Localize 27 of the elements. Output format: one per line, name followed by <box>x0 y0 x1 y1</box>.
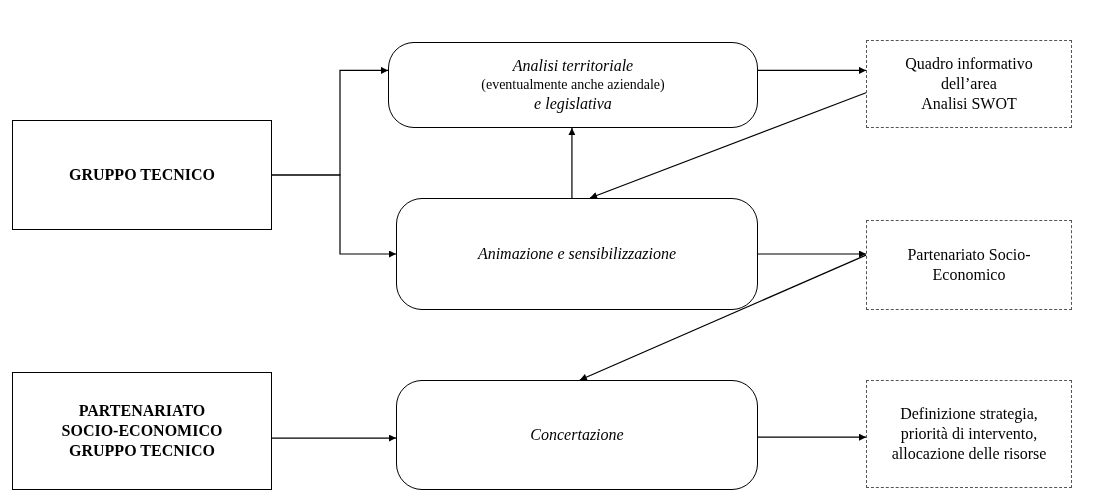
arrow <box>757 66 867 74</box>
output-box <box>866 40 1072 128</box>
actor-box <box>12 120 272 230</box>
box-text: Analisi territoriale <box>512 56 634 77</box>
arrow <box>757 250 867 258</box>
arrow <box>589 92 867 199</box>
arrow <box>271 174 397 258</box>
process-box <box>388 42 758 128</box>
box-text: Quadro informativo dell’area <box>904 54 1034 94</box>
box-text: Concertazione <box>530 425 624 445</box>
box-text: e legislativa <box>534 93 612 114</box>
process-box <box>396 198 758 310</box>
box-text: Animazione e sensibilizzazione <box>477 244 677 264</box>
box-text: GRUPPO TECNICO <box>69 165 215 185</box>
arrow <box>579 254 867 381</box>
box-text: Definizione strategia, priorità di intervento, allocazione delle risorse <box>890 404 1048 464</box>
arrow <box>271 434 397 442</box>
box-text: PARTENARIATO SOCIO-ECONOMICO GRUPPO TECNICO <box>60 401 224 461</box>
box-text: (eventualmente anche aziendale) <box>481 76 665 94</box>
output-box <box>866 380 1072 488</box>
arrow <box>757 433 867 441</box>
process-box <box>396 380 758 490</box>
output-box <box>866 220 1072 310</box>
box-text: Partenariato Socio-Economico <box>906 245 1032 285</box>
box-text: Analisi SWOT <box>921 94 1017 114</box>
arrow <box>568 127 576 199</box>
actor-box <box>12 372 272 490</box>
